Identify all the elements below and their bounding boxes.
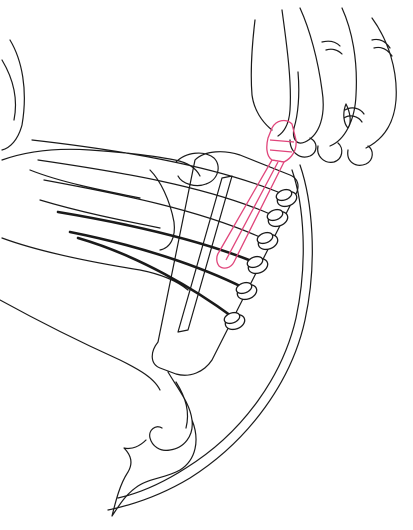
index-finger <box>251 20 272 130</box>
upper-hand <box>251 8 396 165</box>
bridge-pin-5 <box>235 281 259 302</box>
bridge-pin-2 <box>266 208 290 229</box>
arm-curl <box>2 60 16 120</box>
palm-edge <box>0 300 160 390</box>
hand-back <box>2 149 200 176</box>
string-5 <box>70 232 244 288</box>
bridge-pin-4 <box>246 255 270 276</box>
middle-fingertip <box>290 138 316 157</box>
bridge-tail-inner <box>176 382 188 428</box>
ring-finger <box>330 8 356 146</box>
string-2 <box>38 160 270 214</box>
saddle <box>178 176 232 332</box>
arm-top <box>2 40 24 150</box>
palm-lower <box>2 238 188 290</box>
index-finger-back <box>278 10 290 136</box>
middle-finger <box>293 8 323 143</box>
left-hand <box>0 40 218 390</box>
bridge-pin-1 <box>275 188 299 209</box>
bridge-tail-curl <box>112 372 196 516</box>
saddle-bar <box>178 176 232 332</box>
pinky-fingertip <box>348 146 373 165</box>
pinky-finger <box>366 18 396 148</box>
knuckle-lines <box>322 39 392 122</box>
string-3 <box>44 180 262 238</box>
